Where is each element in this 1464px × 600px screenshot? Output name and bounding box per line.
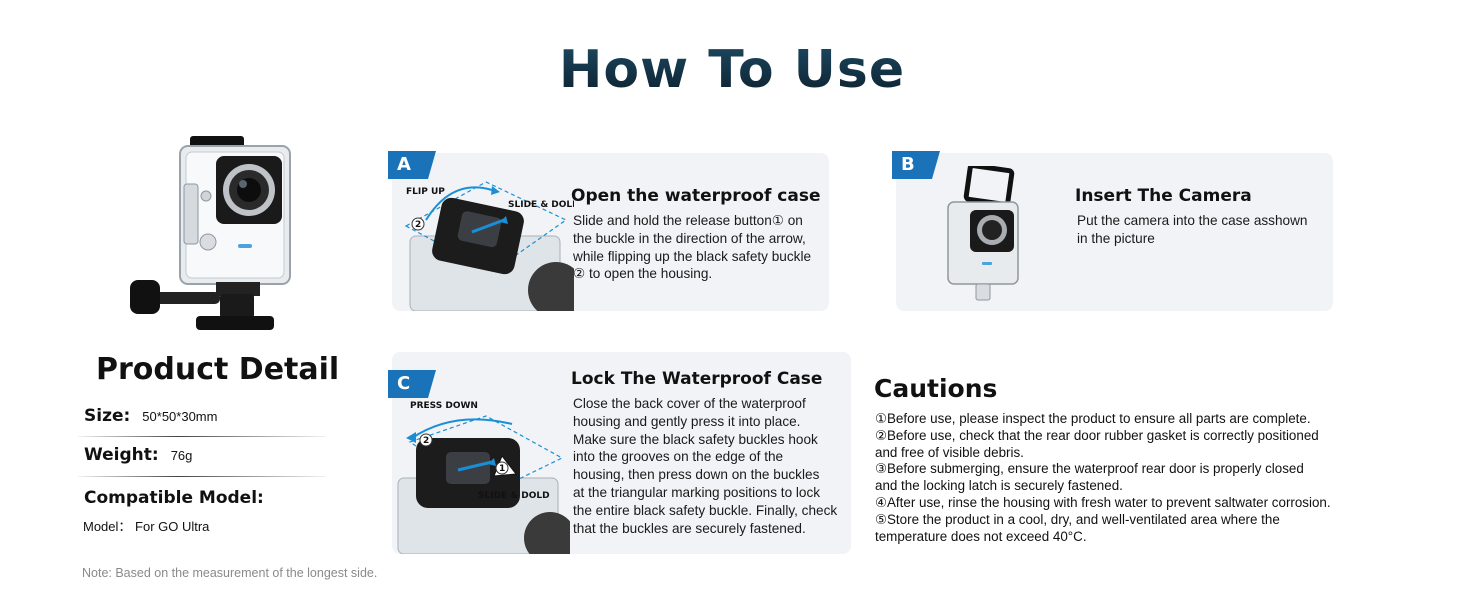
size-label: Size: — [84, 406, 131, 426]
compatible-label: Compatible Model: — [84, 488, 264, 508]
lock-case-illustration: 2 1 PRESS DOWN SLIDE & DOLD — [394, 398, 576, 564]
step-b-letter: B — [901, 154, 915, 175]
caution-item: ②Before use, check that the rear door ru… — [875, 427, 1319, 443]
step-b-body: Put the camera into the case asshown in … — [1077, 212, 1327, 248]
step-b-tag: B — [892, 151, 940, 179]
marker-2: 2 — [415, 220, 421, 230]
step-b-line: in the picture — [1077, 230, 1155, 246]
cautions-list: ①Before use, please inspect the product … — [875, 411, 1435, 545]
caution-item: and the locking latch is securely fasten… — [875, 478, 1123, 494]
caution-item: temperature does not exceed 40°C. — [875, 528, 1087, 544]
step-c-line: Close the back cover of the waterproof — [573, 396, 806, 411]
step-c-line: at the triangular marking positions to l… — [573, 484, 821, 500]
product-image — [128, 132, 298, 334]
step-b-title: Insert The Camera — [1075, 186, 1252, 206]
step-c-line: that the buckles are securely fastened. — [573, 520, 806, 536]
cautions-heading: Cautions — [874, 374, 998, 403]
insert-camera-illustration — [942, 163, 1024, 302]
weight-value: 76g — [170, 448, 193, 463]
page-title: How To Use — [0, 40, 1464, 100]
slide-label: SLIDE & DOLD — [508, 200, 574, 210]
step-a-letter: A — [397, 154, 411, 175]
compatible-value: Model： For GO Ultra — [83, 519, 210, 534]
caution-item: ④After use, rinse the housing with fresh… — [875, 494, 1331, 510]
weight-label: Weight: — [84, 445, 159, 465]
press-down-label: PRESS DOWN — [410, 401, 478, 411]
divider — [78, 436, 326, 437]
step-c-line: housing and gently press it into place. — [573, 413, 801, 429]
divider — [78, 476, 326, 477]
caution-item: and free of visible debris. — [875, 444, 1024, 460]
step-c-title: Lock The Waterproof Case — [571, 369, 823, 389]
step-a-body: Slide and hold the release button① on th… — [573, 212, 829, 283]
step-c-line: housing, then press down on the buckles — [573, 467, 820, 483]
step-b-line: Put the camera into the case asshown — [1077, 213, 1308, 228]
size-row: Size: 50*50*30mm — [84, 406, 217, 426]
step-c-line: the entire black safety buckle. Finally,… — [573, 502, 838, 518]
step-c-letter: C — [397, 373, 411, 394]
step-a-title: Open the waterproof case — [571, 186, 821, 206]
slide-label: SLIDE & DOLD — [478, 491, 550, 501]
step-a-line: the buckle in the direction of the arrow… — [573, 230, 806, 246]
footnote: Note: Based on the measurement of the lo… — [82, 566, 378, 580]
step-c-tag: C — [388, 370, 436, 398]
product-detail-heading: Product Detail — [96, 352, 340, 387]
open-case-illustration: 2 FLIP UP SLIDE & DOLD — [396, 180, 584, 318]
step-c-body: Close the back cover of the waterproof h… — [573, 395, 849, 537]
weight-row: Weight: 76g — [84, 445, 192, 465]
size-value: 50*50*30mm — [142, 409, 218, 424]
step-a-line: Slide and hold the release button① on — [573, 213, 803, 228]
step-a-line: ② to open the housing. — [573, 266, 713, 282]
caution-item: ⑤Store the product in a cool, dry, and w… — [875, 511, 1280, 527]
marker-2: 2 — [423, 436, 429, 446]
flip-up-label: FLIP UP — [406, 187, 445, 197]
caution-item: ①Before use, please inspect the product … — [875, 411, 1311, 426]
step-a-line: while flipping up the black safety buckl… — [573, 248, 812, 264]
caution-item: ③Before submerging, ensure the waterproo… — [875, 461, 1304, 477]
step-c-line: into the grooves on the edge of the — [573, 449, 784, 465]
step-c-line: Make sure the black safety buckles hook — [573, 431, 818, 447]
step-a-tag: A — [388, 151, 436, 179]
marker-1: 1 — [499, 464, 505, 474]
